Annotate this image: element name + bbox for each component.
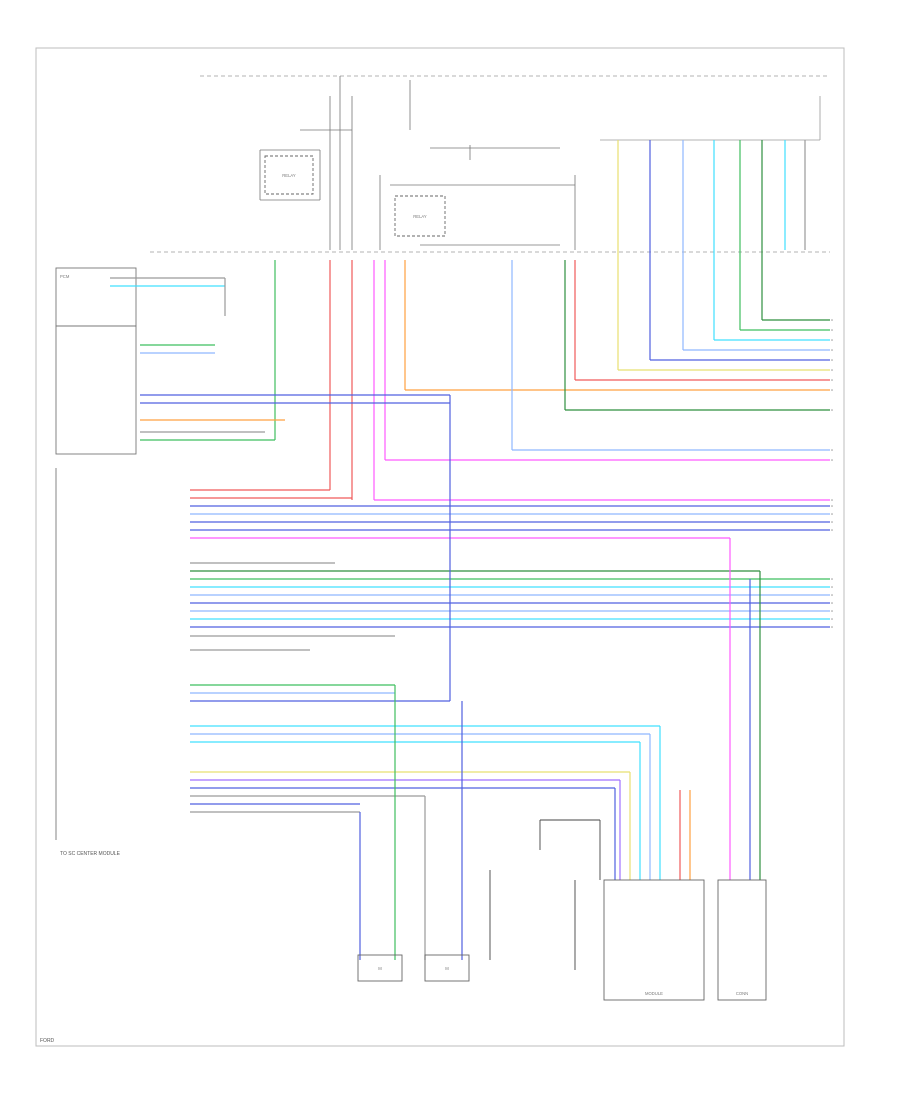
top-fuse-section bbox=[259, 76, 576, 250]
harness-rows-2 bbox=[190, 562, 830, 651]
bottom-verticals bbox=[359, 395, 761, 960]
top-bus-lines bbox=[150, 75, 830, 253]
motor-1: M bbox=[357, 954, 403, 982]
control-module-right-label: MODULE bbox=[645, 991, 663, 996]
motor-2: M bbox=[424, 954, 470, 982]
footer-label: FORD bbox=[40, 1038, 55, 1044]
relay-2-label: RELAY bbox=[413, 214, 427, 219]
harness-rows-3 bbox=[190, 684, 660, 813]
top-right-horizontals bbox=[385, 319, 830, 461]
diagram-frame bbox=[35, 47, 845, 1047]
motor-2-label: M bbox=[445, 966, 449, 971]
right-edge-pins bbox=[831, 319, 833, 628]
relay-1-label: RELAY bbox=[282, 173, 296, 178]
connector-right: CONN bbox=[717, 879, 767, 1001]
top-right-drops bbox=[617, 140, 806, 370]
bottom-left-note: TO SC CENTER MODULE bbox=[60, 851, 121, 857]
connector-right-label: CONN bbox=[736, 991, 748, 996]
motor-1-label: M bbox=[378, 966, 382, 971]
powertrain-control-module: PCM bbox=[55, 267, 137, 840]
pcm-label: PCM bbox=[60, 274, 70, 279]
relay-1: RELAY bbox=[264, 155, 314, 195]
pcm-upper-wires bbox=[110, 277, 450, 441]
harness-rows-1 bbox=[190, 489, 830, 539]
mid-verticals bbox=[274, 260, 576, 500]
control-module-right: MODULE bbox=[603, 879, 705, 1001]
relay-2: RELAY bbox=[394, 195, 446, 237]
switch-lines bbox=[489, 819, 601, 970]
